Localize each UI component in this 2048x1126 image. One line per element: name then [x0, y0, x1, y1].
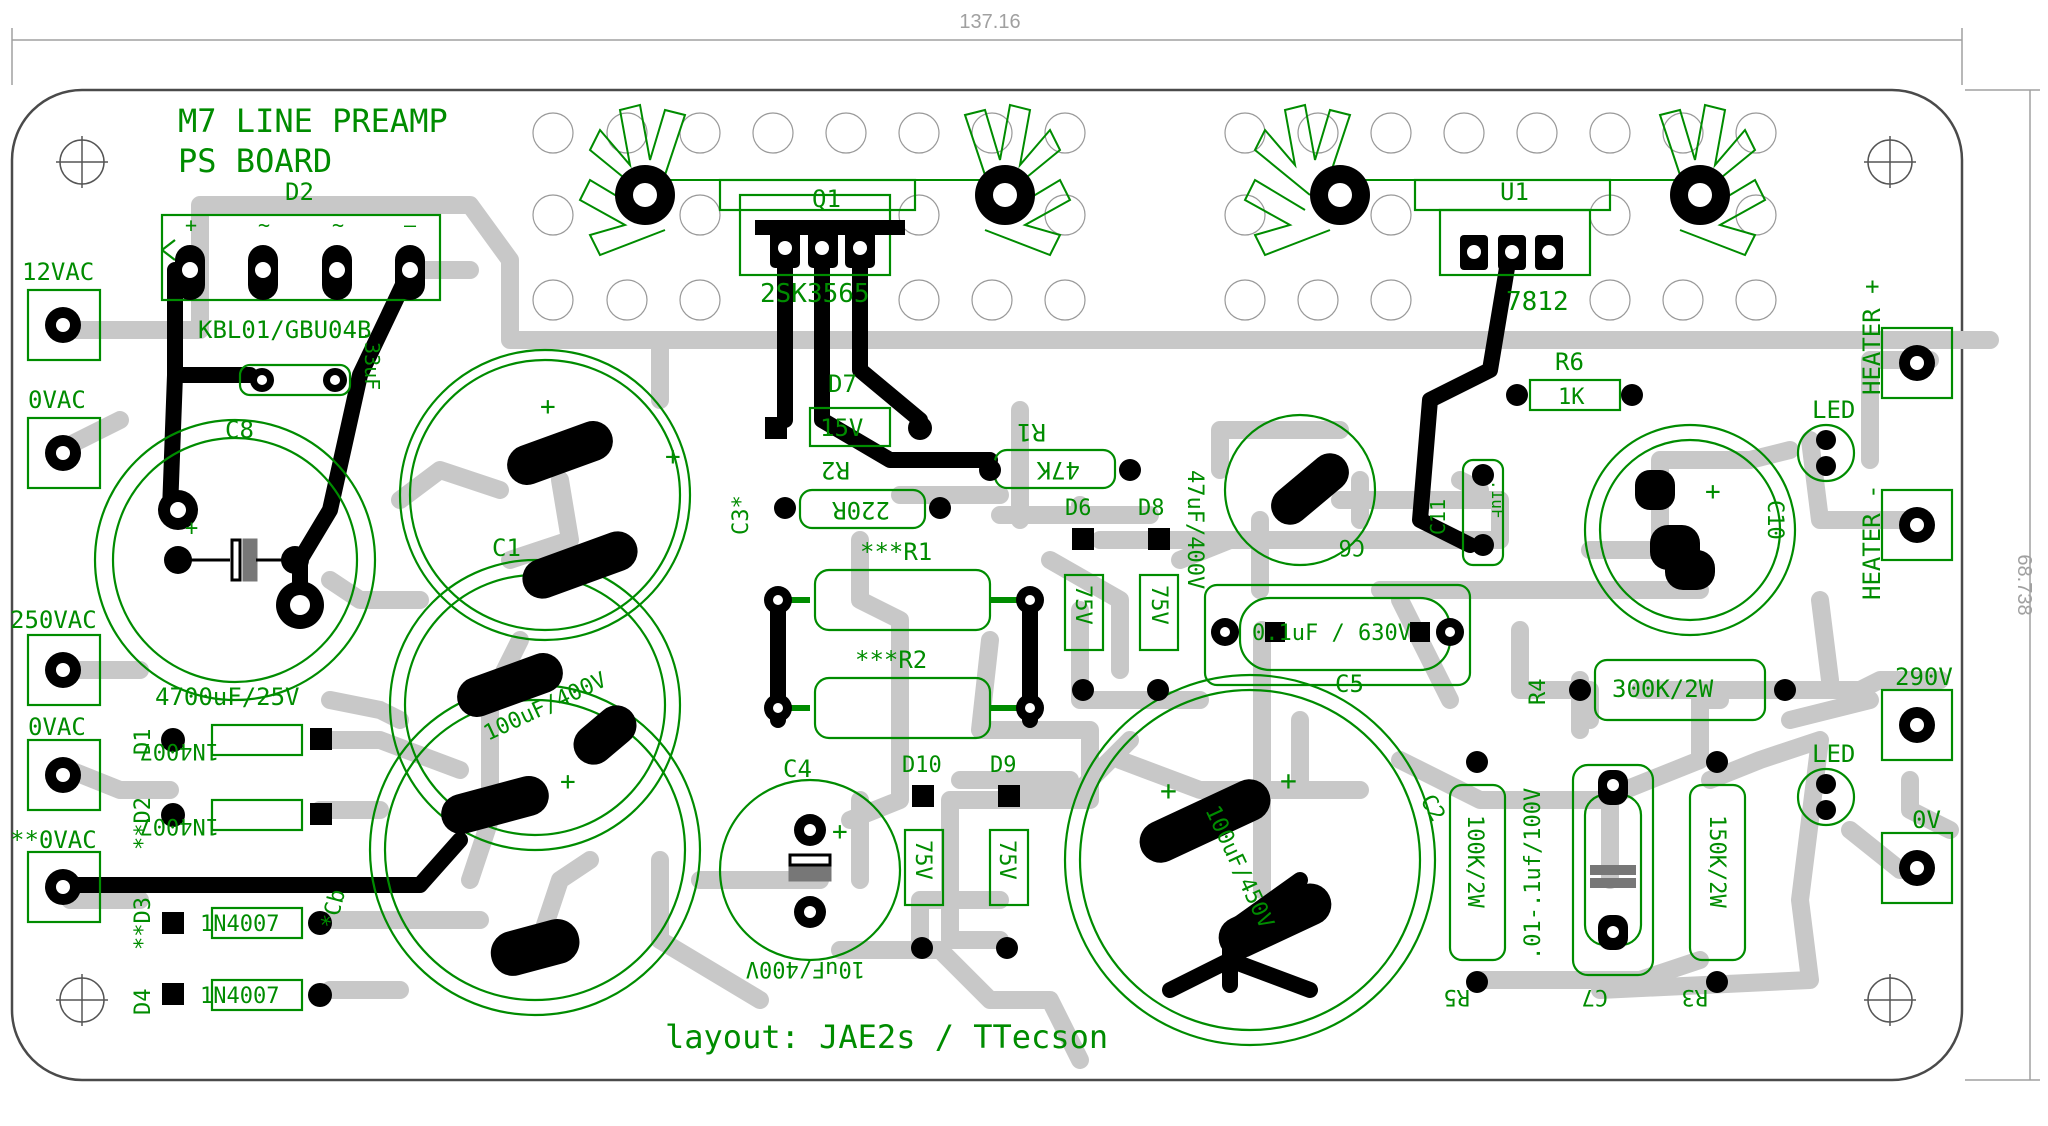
label-0v: 0V — [1912, 806, 1941, 834]
label-250vac: 250VAC — [10, 606, 97, 634]
height-dimension: 68.738 — [2013, 554, 2035, 615]
d2-minus: – — [404, 213, 417, 237]
label-led1: LED — [1812, 396, 1855, 424]
c4-ref: C4 — [783, 755, 812, 783]
c8-value: 4700uF/25V — [155, 683, 300, 711]
d2-plus: + — [185, 213, 197, 237]
c7-ref: C7 — [1582, 984, 1609, 1009]
label-led2: LED — [1812, 740, 1855, 768]
c1-top-plus: + — [540, 392, 556, 422]
small-cap-value: .33uF — [360, 330, 384, 390]
r1-value: 47K — [1036, 456, 1080, 484]
d1-value: 1N4007 — [140, 738, 219, 763]
d9-value: 75V — [994, 840, 1019, 880]
q1-ref: Q1 — [812, 185, 841, 213]
r4-value: 300K/2W — [1612, 675, 1714, 703]
r2big-label: ***R2 — [855, 646, 927, 674]
d2-ac1: ~ — [258, 213, 270, 237]
d7-value: 15V — [820, 414, 863, 442]
r1-ref: R1 — [1017, 418, 1046, 446]
r4-ref: R4 — [1526, 679, 1551, 706]
r3-ref: R3 — [1682, 984, 1709, 1009]
silkscreen-outlines — [26, 178, 1954, 1047]
c3-ref: C3* — [729, 495, 754, 535]
d2-value: KBL01/GBU04B — [198, 316, 371, 344]
label-0vac-b: 0VAC — [28, 713, 86, 741]
c6-ref: C6 — [1339, 534, 1366, 559]
d3-ref: **D3 — [131, 897, 156, 950]
c10-ref: C10 — [1762, 500, 1787, 540]
label-12vac: 12VAC — [22, 258, 94, 286]
d4-value: 1N4007 — [200, 984, 279, 1009]
cap-symbols — [180, 538, 832, 882]
r3-value: 150K/2W — [1704, 815, 1729, 908]
c7-value: .01-.1uf/100V — [1521, 788, 1546, 960]
title-line1: M7 LINE PREAMP — [178, 102, 448, 140]
d4-ref: D4 — [131, 989, 156, 1016]
d2d-value: 1N4007 — [140, 813, 219, 838]
r1big-label: ***R1 — [860, 538, 932, 566]
r5-ref: R5 — [1444, 984, 1471, 1009]
d6-value: 75V — [1070, 585, 1095, 625]
c11-ref: C11 — [1426, 499, 1450, 535]
r6-value: 1K — [1558, 385, 1585, 410]
c4-value: 10uF/400V — [746, 956, 865, 981]
d6-ref: D6 — [1065, 496, 1092, 521]
u1-ref: U1 — [1500, 178, 1529, 206]
d10-value: 75V — [910, 840, 935, 880]
heatsink-fins — [578, 103, 1767, 257]
c1-ref: C1 — [492, 534, 521, 562]
d8-value: 75V — [1146, 585, 1171, 625]
r6-ref: R6 — [1555, 348, 1584, 376]
c8-plus: + — [185, 516, 198, 541]
label-0vac-c: **0VAC — [10, 826, 97, 854]
width-dimension: 137.16 — [959, 11, 1020, 33]
label-heater-neg: HEATER - — [1858, 484, 1886, 600]
d9-ref: D9 — [990, 753, 1017, 778]
c8-ref: C8 — [225, 416, 254, 444]
c4-plus: + — [832, 817, 848, 847]
label-heater-pos: HEATER + — [1858, 279, 1886, 395]
c2-plus: + — [1160, 774, 1177, 807]
mounting-holes — [56, 136, 1916, 1026]
d1-ref: D1 — [131, 729, 156, 756]
layout-credit: layout: JAE2s / TTecson — [665, 1018, 1108, 1056]
c5-ref: C5 — [1335, 670, 1364, 698]
d2-ref: D2 — [285, 178, 314, 206]
c11-value: .1uF — [1488, 480, 1507, 519]
label-290v: 290V — [1895, 663, 1953, 691]
silkscreen-text: M7 LINE PREAMP PS BOARD layout: JAE2s / … — [10, 102, 1953, 1056]
pad-holes — [56, 183, 1924, 938]
c2-plus-b: + — [1280, 764, 1297, 797]
r2-ref: R2 — [821, 456, 850, 484]
d3-value: 1N4007 — [200, 912, 279, 937]
u1-value: 7812 — [1506, 287, 1569, 317]
d8-ref: D8 — [1138, 496, 1165, 521]
dimension-lines — [11, 28, 2040, 1081]
c5-value: 0.1uF / 630V — [1252, 621, 1411, 646]
label-0vac-a: 0VAC — [28, 386, 86, 414]
c1-top-plus-b: + — [665, 442, 681, 472]
d10-ref: D10 — [902, 753, 942, 778]
c1-mid-plus: + — [560, 767, 576, 797]
d2d-ref: **D2 — [131, 797, 156, 850]
d2-ac2: ~ — [332, 213, 344, 237]
r2-value: 220R — [832, 496, 890, 524]
q1-value: 2SK3565 — [760, 279, 870, 309]
c10-plus: + — [1705, 477, 1721, 507]
r5-value: 100K/2W — [1462, 815, 1487, 908]
title-line2: PS BOARD — [178, 142, 332, 180]
c6-value: 47uF/400V — [1182, 470, 1207, 589]
d7-ref: D7 — [828, 370, 857, 398]
